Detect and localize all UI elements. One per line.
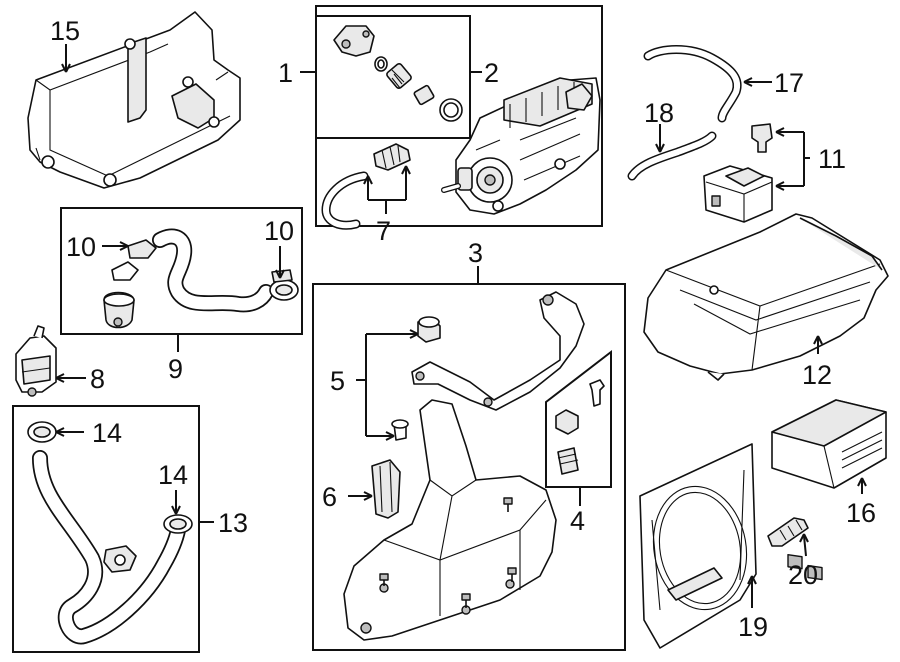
callout-6: 6 bbox=[322, 482, 337, 512]
leader-11 bbox=[778, 131, 810, 187]
repair-kit-bag-19 bbox=[639, 443, 757, 649]
box-4 bbox=[545, 349, 612, 488]
callout-14b: 14 bbox=[158, 460, 188, 490]
box-2 bbox=[315, 15, 471, 139]
callout-10b: 10 bbox=[264, 216, 294, 246]
leader-lines bbox=[55, 44, 867, 608]
callout-15: 15 bbox=[50, 16, 80, 46]
callout-16: 16 bbox=[846, 498, 876, 528]
leader-5 bbox=[356, 333, 416, 437]
box-9 bbox=[60, 207, 303, 335]
mounting-bracket-3 bbox=[343, 291, 585, 641]
callout-12: 12 bbox=[802, 360, 832, 390]
callout-20: 20 bbox=[788, 560, 818, 590]
air-compressor bbox=[441, 77, 601, 215]
callout-19: 19 bbox=[738, 612, 768, 642]
box-13 bbox=[12, 405, 200, 653]
box-3 bbox=[312, 283, 626, 651]
callout-17: 17 bbox=[774, 68, 804, 98]
callout-10a: 10 bbox=[66, 232, 96, 262]
callout-7: 7 bbox=[376, 216, 391, 246]
coolant-hose-13 bbox=[27, 421, 193, 645]
leader-20 bbox=[803, 535, 807, 557]
hose-assembly-9 bbox=[103, 228, 299, 329]
leader-7 bbox=[367, 168, 407, 214]
callout-1: 1 bbox=[278, 58, 293, 88]
bracket-hardware bbox=[371, 316, 605, 519]
callout-2: 2 bbox=[484, 58, 499, 88]
callout-13: 13 bbox=[218, 508, 248, 538]
breather-hoses bbox=[627, 45, 742, 181]
fitting-20 bbox=[767, 517, 809, 547]
callout-3: 3 bbox=[468, 238, 483, 268]
callout-9: 9 bbox=[168, 354, 183, 384]
mount-clip-8 bbox=[15, 325, 57, 397]
callout-labels: 15 1 2 17 18 11 7 10 10 3 9 8 5 12 14 14… bbox=[50, 16, 876, 642]
control-module-16 bbox=[771, 399, 887, 581]
callout-8: 8 bbox=[90, 364, 105, 394]
callout-18: 18 bbox=[644, 98, 674, 128]
valve-block-11 bbox=[703, 123, 773, 223]
callout-11: 11 bbox=[818, 144, 846, 174]
callout-4: 4 bbox=[570, 506, 585, 536]
callout-5: 5 bbox=[330, 366, 345, 396]
group-boxes bbox=[12, 5, 626, 653]
connector-pipe-7 bbox=[321, 143, 411, 230]
sensor-seal-kit-2 bbox=[333, 25, 463, 122]
callout-14a: 14 bbox=[92, 418, 122, 448]
engine-cover-15 bbox=[27, 11, 241, 189]
cover-panel-12 bbox=[643, 213, 889, 381]
